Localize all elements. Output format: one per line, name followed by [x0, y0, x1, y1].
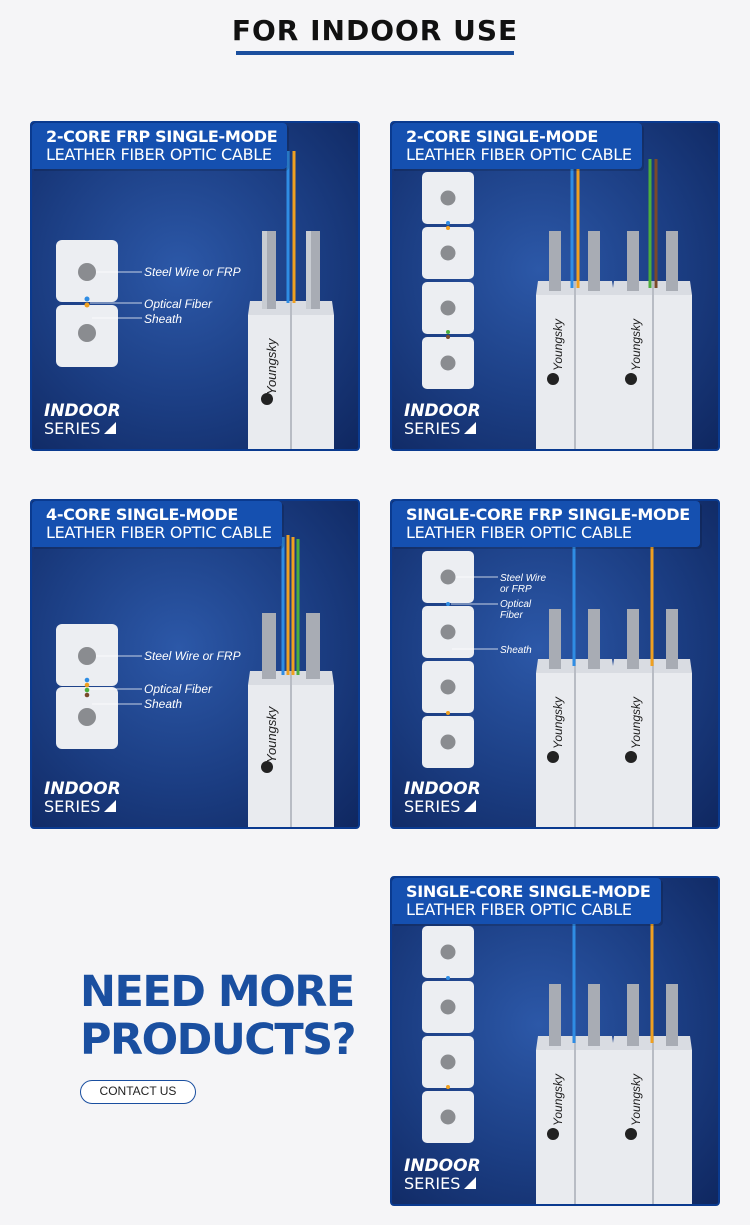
series-badge: INDOOR SERIES — [404, 1157, 481, 1194]
label-optical: Optical — [500, 599, 532, 610]
label-optical-fiber: Optical Fiber — [144, 297, 213, 311]
card-title: SINGLE-CORE SINGLE-MODE — [406, 882, 651, 901]
triangle-icon — [104, 422, 117, 434]
cable-illustration — [422, 541, 692, 827]
label-steel-wire: Steel Wire or FRP — [144, 265, 241, 279]
product-card-2core[interactable]: 2-CORE SINGLE-MODE LEATHER FIBER OPTIC C… — [390, 121, 720, 451]
series-line2: SERIES — [44, 419, 101, 438]
card-title-tab: 4-CORE SINGLE-MODE LEATHER FIBER OPTIC C… — [32, 501, 282, 547]
card-title-tab: SINGLE-CORE SINGLE-MODE LEATHER FIBER OP… — [392, 878, 661, 924]
brand-logo: Youngsky — [551, 1073, 565, 1126]
series-badge: INDOOR SERIES — [404, 402, 481, 439]
title-underline — [236, 51, 514, 55]
series-line2: SERIES — [44, 797, 101, 816]
series-badge: INDOOR SERIES — [404, 780, 481, 817]
card-title: 4-CORE SINGLE-MODE — [46, 505, 239, 524]
card-subtitle: LEATHER FIBER OPTIC CABLE — [406, 523, 632, 542]
product-card-4core[interactable]: 4-CORE SINGLE-MODE LEATHER FIBER OPTIC C… — [30, 499, 360, 829]
product-card-single-core-frp[interactable]: SINGLE-CORE FRP SINGLE-MODE LEATHER FIBE… — [390, 499, 720, 829]
label-sheath: Sheath — [144, 312, 182, 326]
card-title: SINGLE-CORE FRP SINGLE-MODE — [406, 505, 690, 524]
contact-us-button[interactable]: CONTACT US — [80, 1080, 196, 1104]
card-title: 2-CORE FRP SINGLE-MODE — [46, 127, 278, 146]
label-sheath: Sheath — [144, 697, 182, 711]
brand-labels: Youngsky Youngsky — [551, 318, 643, 371]
brand-logo: Youngsky — [551, 318, 565, 371]
brand-logo: Youngsky — [629, 1073, 643, 1126]
card-subtitle: LEATHER FIBER OPTIC CABLE — [406, 900, 632, 919]
card-title: 2-CORE SINGLE-MODE — [406, 127, 599, 146]
brand-logo: Youngsky — [264, 337, 279, 395]
brand-logo: Youngsky — [264, 705, 279, 763]
card-title-tab: 2-CORE FRP SINGLE-MODE LEATHER FIBER OPT… — [32, 123, 288, 169]
label-steel-wire-frp: or FRP — [500, 584, 532, 595]
page-title: FOR INDOOR USE — [231, 14, 519, 47]
series-line2: SERIES — [404, 419, 461, 438]
promo-line2: PRODUCTS? — [80, 1015, 357, 1065]
promo-line1: NEED MORE — [80, 967, 355, 1017]
brand-logo: Youngsky — [551, 696, 565, 749]
callout-labels: Steel Wire or FRP Optical Fiber Sheath Y… — [144, 265, 279, 395]
label-steel-wire: Steel Wire — [500, 573, 546, 584]
cable-illustration — [56, 535, 334, 827]
cable-illustration — [422, 914, 692, 1204]
label-steel-wire: Steel Wire or FRP — [144, 649, 241, 663]
series-line1: INDOOR — [404, 401, 481, 421]
series-badge: INDOOR SERIES — [44, 402, 121, 439]
promo-heading: NEED MORE PRODUCTS? — [80, 967, 357, 1065]
label-sheath: Sheath — [500, 645, 532, 656]
series-line1: INDOOR — [404, 779, 481, 799]
label-fiber: Fiber — [500, 610, 523, 621]
cable-illustration — [56, 151, 334, 449]
series-badge: INDOOR SERIES — [44, 780, 121, 817]
series-line2: SERIES — [404, 797, 461, 816]
label-optical-fiber: Optical Fiber — [144, 682, 213, 696]
triangle-icon — [464, 422, 477, 434]
card-subtitle: LEATHER FIBER OPTIC CABLE — [46, 145, 272, 164]
series-line1: INDOOR — [44, 401, 121, 421]
series-line1: INDOOR — [404, 1156, 481, 1176]
brand-labels: Youngsky Youngsky — [551, 1073, 643, 1126]
product-card-single-core[interactable]: SINGLE-CORE SINGLE-MODE LEATHER FIBER OP… — [390, 876, 720, 1206]
card-subtitle: LEATHER FIBER OPTIC CABLE — [46, 523, 272, 542]
callout-labels: Steel Wire or FRP Optical Fiber Sheath Y… — [500, 573, 643, 749]
series-line1: INDOOR — [44, 779, 121, 799]
card-title-tab: SINGLE-CORE FRP SINGLE-MODE LEATHER FIBE… — [392, 501, 700, 547]
triangle-icon — [464, 800, 477, 812]
brand-logo: Youngsky — [629, 696, 643, 749]
card-title-tab: 2-CORE SINGLE-MODE LEATHER FIBER OPTIC C… — [392, 123, 642, 169]
triangle-icon — [104, 800, 117, 812]
cable-illustration — [422, 159, 692, 449]
product-card-2core-frp[interactable]: 2-CORE FRP SINGLE-MODE LEATHER FIBER OPT… — [30, 121, 360, 451]
series-line2: SERIES — [404, 1174, 461, 1193]
brand-logo: Youngsky — [629, 318, 643, 371]
triangle-icon — [464, 1177, 477, 1189]
card-subtitle: LEATHER FIBER OPTIC CABLE — [406, 145, 632, 164]
callout-labels: Steel Wire or FRP Optical Fiber Sheath Y… — [144, 649, 279, 763]
